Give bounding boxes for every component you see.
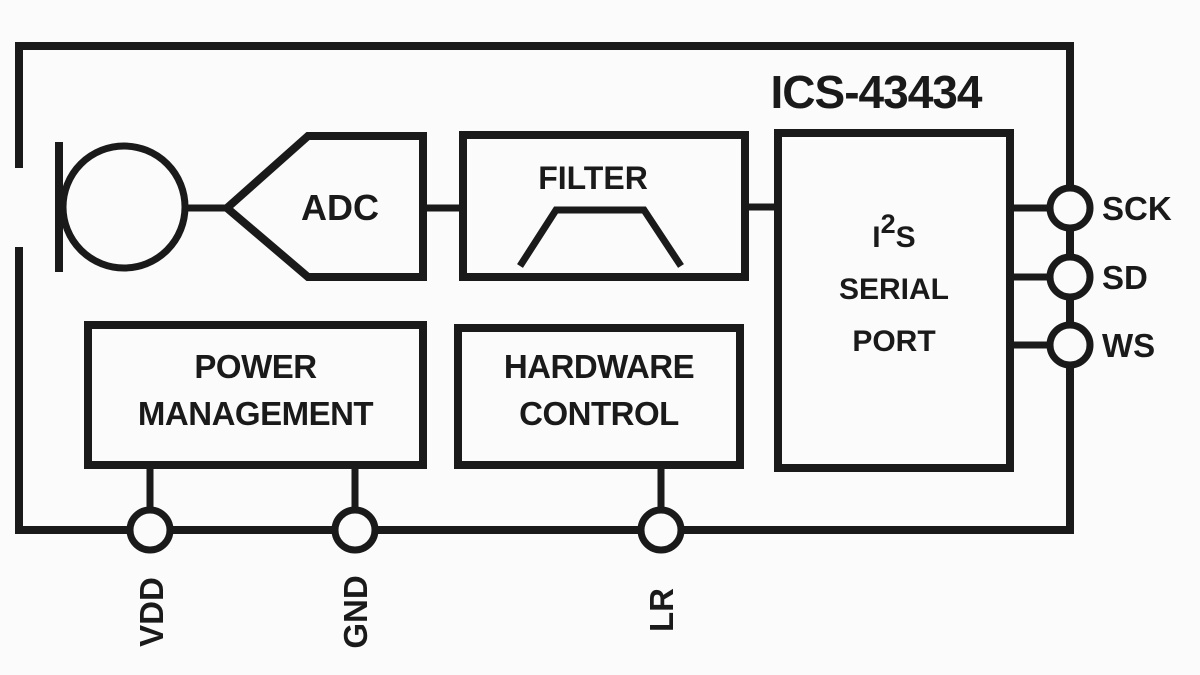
hardware-control-line2: CONTROL bbox=[519, 394, 679, 432]
pin-label-ws: WS bbox=[1102, 326, 1156, 364]
pin-label-vdd: VDD bbox=[132, 577, 170, 647]
power-management-line1: POWER bbox=[194, 347, 317, 385]
part-number-title: ICS-43434 bbox=[770, 66, 983, 118]
bandpass-filter-icon bbox=[517, 206, 684, 268]
i2s-line3: PORT bbox=[852, 325, 936, 358]
adc-block-label: ADC bbox=[301, 187, 379, 228]
filter-block-box bbox=[459, 131, 749, 281]
power-management-line2: MANAGEMENT bbox=[137, 394, 374, 432]
mic-diaphragm-circle bbox=[59, 142, 189, 272]
pin-circle-sd bbox=[1046, 253, 1094, 301]
i2s-block-box bbox=[774, 129, 1014, 472]
i2s-rest: S bbox=[895, 221, 916, 254]
power-management-block-box bbox=[84, 321, 427, 469]
power-management-block-label: POWER MANAGEMENT bbox=[88, 343, 423, 437]
pin-circle-vdd bbox=[126, 506, 174, 554]
i2s-superscript: 2 bbox=[880, 208, 896, 239]
hardware-control-line1: HARDWARE bbox=[503, 347, 695, 385]
hardware-control-block-label: HARDWARE CONTROL bbox=[458, 343, 740, 437]
adc-block-shape bbox=[220, 132, 427, 281]
i2s-base: I bbox=[872, 221, 881, 254]
pin-circle-ws bbox=[1046, 321, 1094, 369]
pin-label-lr: LR bbox=[642, 588, 680, 632]
pin-label-sck: SCK bbox=[1102, 189, 1172, 227]
pin-circle-lr bbox=[637, 506, 685, 554]
microphone-icon bbox=[55, 142, 189, 272]
i2s-line2: SERIAL bbox=[838, 273, 949, 306]
pin-label-gnd: GND bbox=[336, 575, 374, 649]
pin-circle-gnd bbox=[331, 506, 379, 554]
pin-label-sd: SD bbox=[1102, 258, 1148, 296]
pin-circle-sck bbox=[1046, 184, 1094, 232]
hardware-control-block-box bbox=[454, 324, 744, 469]
filter-block-label: FILTER bbox=[538, 160, 648, 196]
